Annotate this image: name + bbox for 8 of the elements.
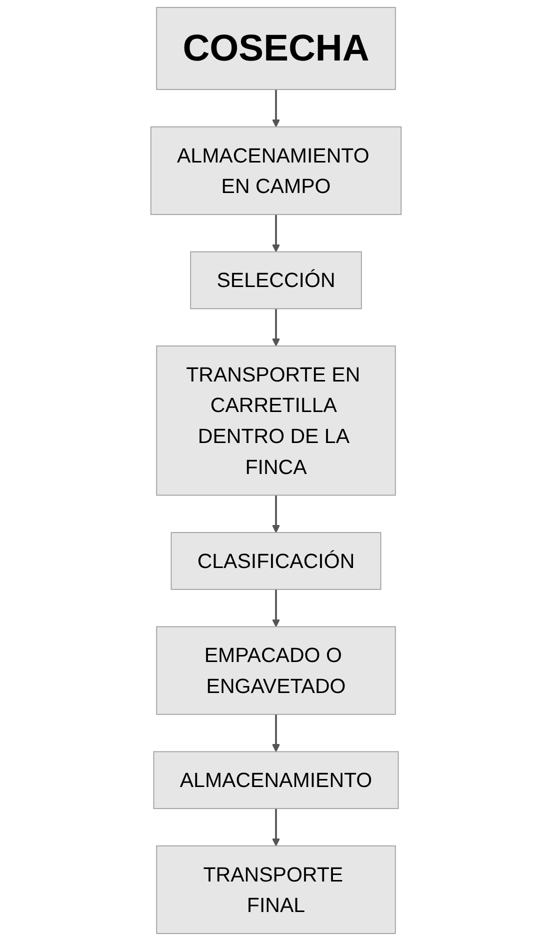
process-box: ALMACENAMIENTO	[153, 751, 399, 810]
process-box: TRANSPORTE FINAL	[156, 845, 396, 934]
process-box: ALMACENAMIENTO EN CAMPO	[150, 126, 402, 215]
process-box: EMPACADO O ENGAVETADO	[156, 626, 396, 715]
process-box: COSECHA	[156, 7, 396, 90]
process-box: CLASIFICACIÓN	[170, 532, 382, 590]
process-box: TRANSPORTE EN CARRETILLA DENTRO DE LA FINCA	[156, 346, 396, 496]
process-box: SELECCIÓN	[190, 251, 362, 310]
